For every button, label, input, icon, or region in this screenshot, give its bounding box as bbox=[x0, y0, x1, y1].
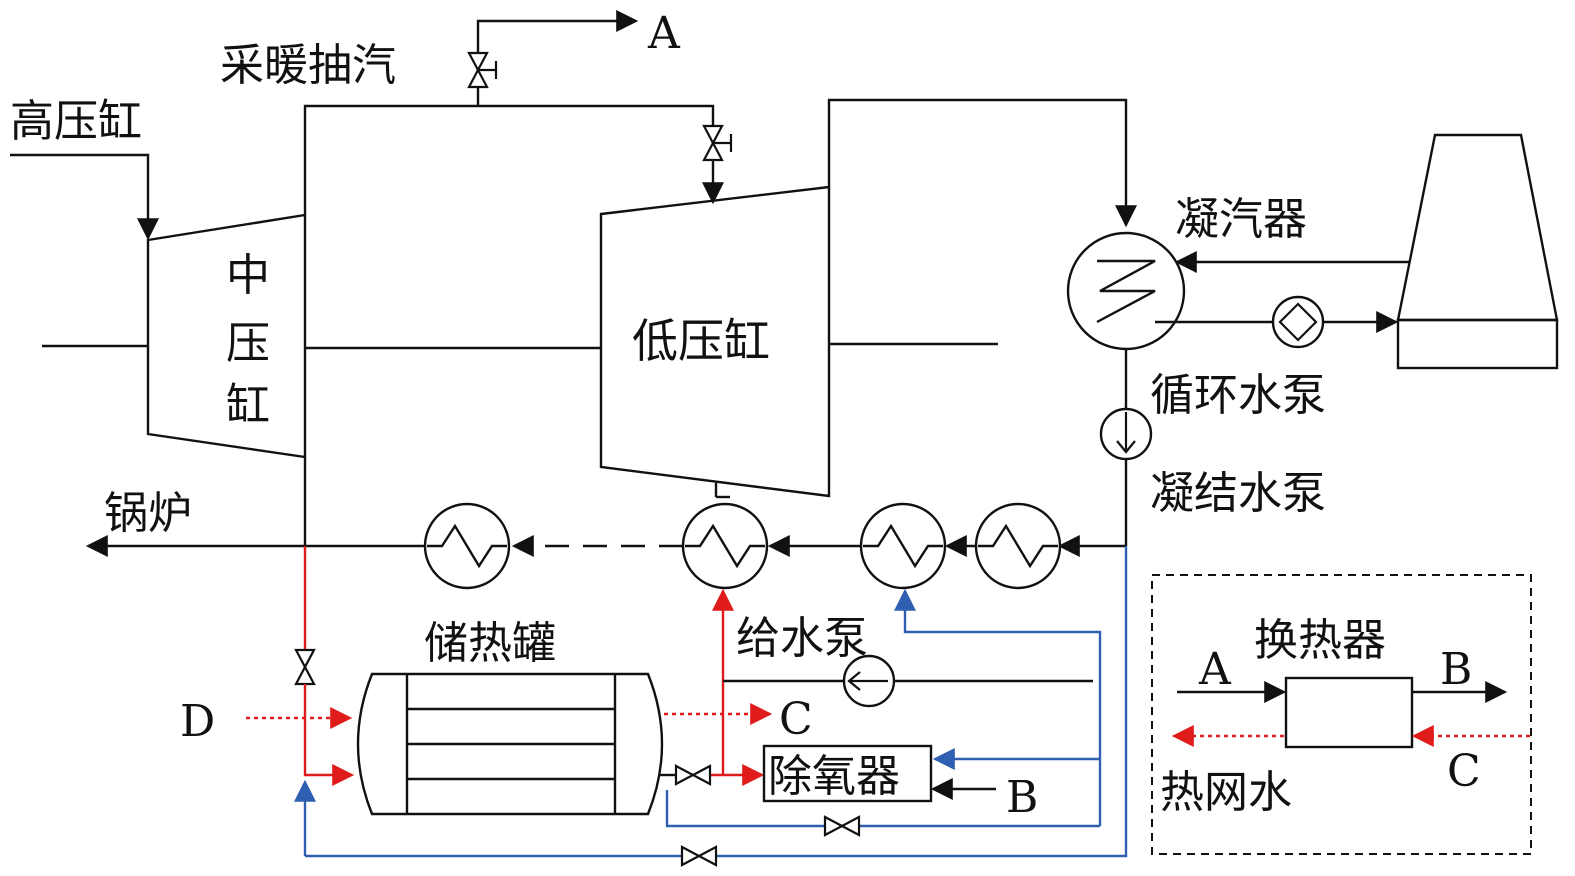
tank-outlet-valve-icon bbox=[674, 764, 712, 786]
extraction-valve-icon bbox=[467, 51, 498, 89]
label-feed-pump: 给水泵 bbox=[736, 613, 868, 664]
label-point-b: B bbox=[1006, 772, 1038, 823]
legend-label-b: B bbox=[1440, 644, 1472, 695]
legend-label-heat-water: 热网水 bbox=[1160, 767, 1292, 818]
condensate-pump-icon bbox=[1099, 407, 1153, 461]
cooling-tower-base bbox=[1396, 318, 1559, 370]
red-to-tank bbox=[303, 684, 355, 786]
crossover-pipe bbox=[303, 104, 715, 215]
legend-box bbox=[1151, 574, 1532, 855]
label-point-a: A bbox=[647, 8, 681, 59]
condenser-coil-icon bbox=[1096, 259, 1156, 324]
legend-label-heat-exchanger: 换热器 bbox=[1254, 615, 1386, 666]
label-condenser: 凝汽器 bbox=[1175, 194, 1307, 245]
heater-icon-3 bbox=[859, 502, 947, 590]
heater-icon-1 bbox=[423, 502, 511, 590]
deaerator bbox=[762, 744, 933, 803]
label-boiler: 锅炉 bbox=[104, 488, 192, 539]
blue-main-valve-icon bbox=[680, 845, 718, 867]
label-ip-3: 缸 bbox=[226, 380, 270, 431]
label-ip-1: 中 bbox=[226, 250, 270, 301]
legend-heat-exchanger bbox=[1284, 676, 1414, 749]
label-ip-2: 压 bbox=[226, 318, 270, 369]
extraction-to-a-line bbox=[476, 10, 639, 53]
blue-main-return bbox=[716, 546, 1128, 858]
label-heating-extraction: 采暖抽汽 bbox=[220, 40, 396, 91]
label-circ-pump: 循环水泵 bbox=[1150, 370, 1326, 421]
lp-control-valve-icon bbox=[702, 124, 733, 162]
hp-inlet-line bbox=[10, 153, 159, 241]
label-point-d: D bbox=[180, 696, 215, 747]
label-hp-cylinder: 高压缸 bbox=[10, 96, 142, 147]
blue-loop-valve-icon bbox=[823, 815, 861, 837]
lp-cylinder bbox=[599, 185, 831, 498]
cooling-tower bbox=[1396, 133, 1559, 322]
label-deaerator: 除氧器 bbox=[768, 751, 900, 802]
lp-exhaust-line bbox=[827, 98, 1137, 228]
label-storage-tank: 储热罐 bbox=[424, 618, 556, 669]
circ-pump-icon bbox=[1271, 295, 1325, 349]
label-cond-pump: 凝结水泵 bbox=[1150, 468, 1326, 519]
feed-pump-icon bbox=[842, 654, 896, 708]
heater-icon-4 bbox=[974, 502, 1062, 590]
blue-to-heater bbox=[894, 588, 1102, 826]
label-lp-cylinder: 低压缸 bbox=[632, 314, 770, 368]
red-valve-icon bbox=[294, 648, 316, 686]
legend-label-a: A bbox=[1198, 644, 1232, 695]
label-point-c: C bbox=[779, 694, 813, 745]
heater-icon-2 bbox=[681, 502, 769, 590]
blue-loop-bottom bbox=[665, 790, 825, 828]
legend-label-c: C bbox=[1447, 746, 1481, 797]
